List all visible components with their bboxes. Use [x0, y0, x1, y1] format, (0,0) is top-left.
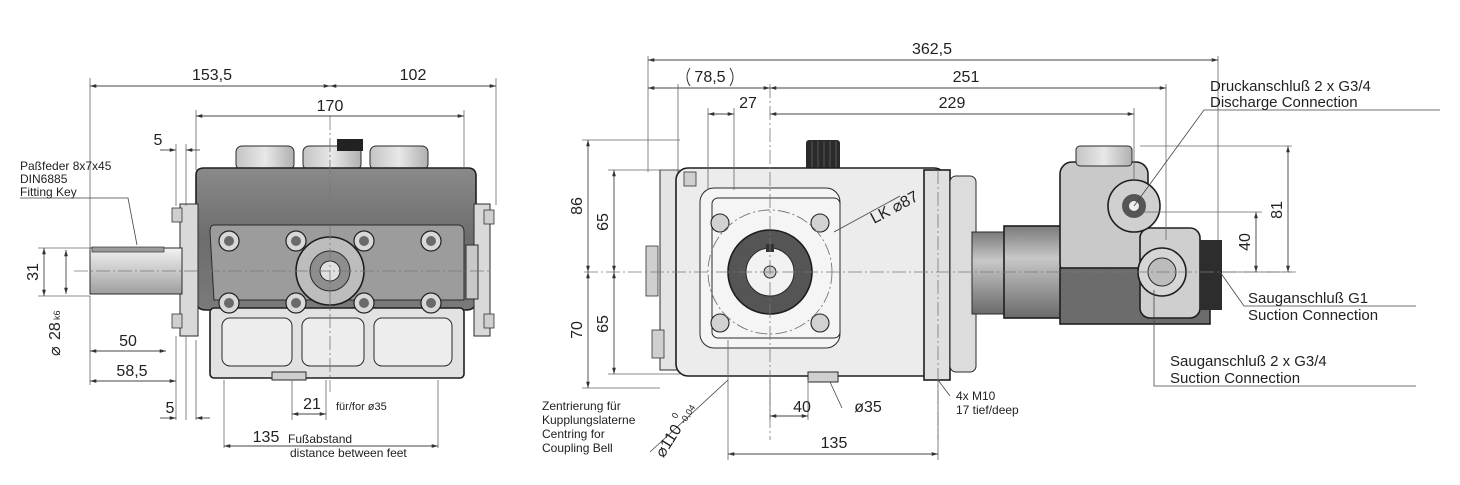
bolt-label-2: 17 tief/deep: [956, 403, 1019, 417]
dim-28-tolerance: k6: [52, 310, 62, 320]
dim-5-bottom: 5: [166, 400, 175, 417]
feet-label-2: distance between feet: [290, 446, 407, 460]
dim-86: 86: [569, 197, 586, 215]
centring-label-3: Centring for: [542, 427, 605, 441]
left-pump-body: [89, 139, 495, 381]
dim-78-5: 78,5: [694, 69, 725, 86]
dim-21: 21: [303, 396, 321, 413]
dim-40-horizontal: 40: [793, 399, 811, 416]
dim-70: 70: [569, 321, 586, 339]
dim-135-right: 135: [821, 435, 848, 452]
dim-21-note: für/for ø35: [336, 401, 387, 413]
discharge-label-1: Druckanschluß 2 x G3/4: [1210, 78, 1371, 95]
dim-65-bottom: 65: [595, 315, 612, 333]
dim-153-5: 153,5: [192, 67, 232, 84]
dim-251: 251: [953, 69, 980, 86]
dim-28-prefix: ⌀: [47, 346, 64, 356]
centring-label-2: Kupplungslaterne: [542, 413, 636, 427]
dim-102: 102: [400, 67, 427, 84]
dim-170: 170: [317, 98, 344, 115]
oil-cap: [806, 140, 840, 170]
centring-label-1: Zentrierung für: [542, 399, 621, 413]
discharge-label-2: Discharge Connection: [1210, 94, 1358, 111]
suction-g1-label-2: Suction Connection: [1248, 307, 1378, 324]
dim-40-vertical: 40: [1237, 233, 1254, 251]
dim-27: 27: [739, 95, 757, 112]
dim-81: 81: [1269, 201, 1286, 219]
dim-229: 229: [939, 95, 966, 112]
suction-2-label-2: Suction Connection: [1170, 370, 1300, 387]
dim-5-top: 5: [154, 132, 163, 149]
key-label-3: Fitting Key: [20, 185, 77, 199]
dim-65-top: 65: [595, 213, 612, 231]
diam-110-value: ⌀110: [653, 422, 686, 461]
dim-28: ⌀ 28 k6: [47, 310, 64, 356]
diam-110-tol-upper: 0: [669, 411, 680, 421]
suction-2-label-1: Sauganschluß 2 x G3/4: [1170, 353, 1327, 370]
bolt-label-1: 4x M10: [956, 389, 996, 403]
dim-362-5: 362,5: [912, 41, 952, 58]
dim-35: ø35: [854, 399, 882, 416]
feet-label-1: Fußabstand: [288, 432, 352, 446]
dim-50: 50: [119, 333, 137, 350]
right-manifold: [971, 145, 1222, 325]
dim-31: 31: [25, 263, 42, 281]
dim-58-5: 58,5: [116, 363, 147, 380]
diam-110: ⌀110 0 -0,04: [653, 403, 698, 461]
key-label-2: DIN6885: [20, 172, 68, 186]
right-view: 362,5 78,5 251 27 229 86 65 70 65 81 40 …: [542, 41, 1440, 461]
key-label-1: Paßfeder 8x7x45: [20, 159, 112, 173]
dim-28-value: 28: [47, 322, 64, 340]
left-view: 153,5 102 170 5 31 ⌀ 28 k6 50 58,5 5 21 …: [20, 67, 497, 460]
right-housing: [645, 167, 977, 383]
centring-label-4: Coupling Bell: [542, 441, 613, 455]
suction-g1-label-1: Sauganschluß G1: [1248, 290, 1368, 307]
dim-135-left: 135: [253, 429, 280, 446]
diam-110-tol-lower: -0,04: [678, 403, 697, 426]
